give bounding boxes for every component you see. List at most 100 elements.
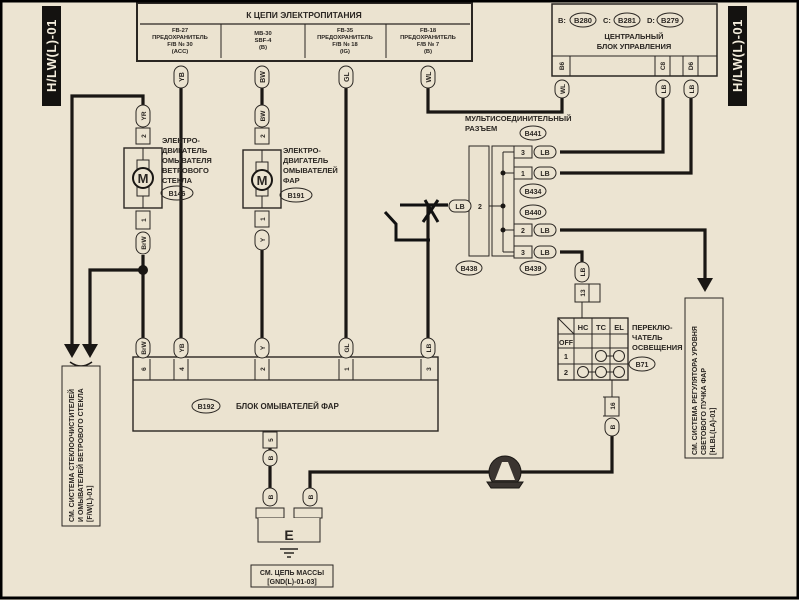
central-conn-c: B281	[618, 16, 636, 25]
multi-out-3-pin: 2	[521, 228, 525, 235]
central-conn-d-prefix: D:	[647, 16, 655, 25]
central-conn-c-prefix: C:	[603, 16, 611, 25]
ref-box-left	[61, 365, 101, 527]
unit-wire-lb: LB	[426, 343, 433, 352]
fuse-1-id: FB-27	[172, 28, 188, 34]
switch-col-hc: HC	[578, 323, 589, 332]
switch-col-tc: TC	[596, 323, 607, 332]
connector-b71: B71	[636, 362, 649, 369]
fuse-3-circuit: (IG)	[340, 49, 350, 55]
washer-motor-label-2: ДВИГАТЕЛЬ	[162, 146, 208, 155]
connector-b439: B439	[525, 266, 542, 273]
motor-symbol-windshield: M	[138, 171, 149, 186]
hand-mark	[383, 199, 448, 242]
multi-out-2-wire: LB	[540, 171, 549, 178]
switch-pin-top: 13	[580, 289, 587, 297]
connector-b146: B146	[169, 191, 186, 198]
ref-right-1: СМ. СИСТЕМА РЕГУЛЯТОРА УРОВНЯ	[692, 326, 699, 455]
washer-motor-label-5: СТЕКЛА	[162, 176, 193, 185]
wire-wl	[426, 88, 564, 114]
fuse-4-id: FB-18	[420, 28, 437, 34]
fuse-4-circuit: (B)	[424, 49, 432, 55]
windshield-washer-motor	[123, 104, 194, 255]
central-title-1: ЦЕНТРАЛЬНЫЙ	[604, 32, 663, 41]
central-wire-wl: WL	[560, 84, 567, 94]
ref-left-3: [F/W(L)-01]	[87, 485, 94, 522]
connector-b191: B191	[288, 193, 305, 200]
wire-brw-branch	[88, 268, 143, 348]
ground-ref-2: [GND(L)-01-03]	[267, 579, 316, 586]
power-supply-box	[136, 2, 473, 62]
ref-left-1: СМ. СИСТЕМА СТЕКЛООЧИСТИТЕЛЕЙ	[67, 389, 76, 522]
unit-wire-b: B	[268, 455, 275, 460]
motor-pin-top: 2	[141, 134, 148, 138]
connector-b434: B434	[525, 189, 542, 196]
multi-out-2-pin: 1	[521, 171, 525, 178]
left-ref-arrows	[64, 344, 98, 358]
unit-pin-2: 2	[260, 367, 267, 371]
wire-lb-right-ref	[560, 228, 707, 280]
ref-right-2: СВЕТОВОГО ПУЧКА ФАР	[701, 368, 708, 455]
ground-symbol-e: E	[284, 527, 293, 543]
left-ref-bracket	[69, 361, 93, 367]
wire-lb-switch	[560, 250, 584, 262]
multi-out-4-wire: LB	[540, 250, 549, 257]
central-conn-b: B280	[574, 16, 592, 25]
ground-point	[250, 487, 334, 588]
unit-pin-3: 3	[426, 367, 433, 371]
right-ref-arrow	[697, 278, 713, 292]
switch-wire-bottom: B	[610, 424, 617, 429]
switch-pin-bottom: 16	[610, 402, 617, 410]
multi-out-3-wire: LB	[540, 228, 549, 235]
switch-row-off: OFF	[559, 340, 574, 347]
fuse-3-number: F/B № 18	[332, 42, 358, 48]
headlamp-motor-label-3: ОМЫВАТЕЛЕЙ	[283, 166, 338, 175]
motor-symbol-headlamp: M	[257, 173, 268, 188]
central-wire-lb-d6: LB	[689, 84, 696, 93]
wires	[70, 88, 707, 490]
wire-tag-yb-top: YB	[179, 72, 186, 82]
wire-tag-bw-top: BW	[260, 71, 267, 83]
washer-unit-title: БЛОК ОМЫВАТЕЛЕЙ ФАР	[236, 402, 340, 411]
wire-tag-gl-top: GL	[344, 71, 351, 81]
wire-lb-washer	[426, 203, 448, 338]
switch-label-3: ОСВЕЩЕНИЯ	[632, 343, 683, 352]
fuse-1-number: F/B № 30	[167, 42, 192, 48]
wire-tag-bw: BW	[260, 110, 267, 122]
unit-wire-y: Y	[260, 345, 267, 350]
wire-tag-y: Y	[260, 237, 267, 242]
multi-out-1-wire: LB	[540, 150, 549, 157]
central-wire-lb-c8: LB	[661, 84, 668, 93]
splice-dot	[138, 265, 148, 275]
wire-tag-brw: BrW	[141, 235, 148, 249]
central-title-2: БЛОК УПРАВЛЕНИЯ	[597, 42, 671, 51]
washer-motor-label-4: ВЕТРОВОГО	[162, 166, 209, 175]
wire-lb-c8	[560, 96, 665, 154]
wire-yr	[70, 94, 145, 348]
central-pin-d6: D6	[688, 61, 695, 70]
unit-wire-brw: BrW	[141, 340, 148, 354]
switch-col-el: EL	[614, 323, 624, 332]
headlamp-motor-label-2: ДВИГАТЕЛЬ	[283, 156, 329, 165]
unit-pin-6: 6	[141, 367, 148, 371]
power-wire-tags	[173, 65, 436, 89]
central-conn-b-prefix: B:	[558, 16, 566, 25]
fuse-4-number: F/B № 7	[417, 42, 439, 48]
headlamp-motor-pin-bottom: 1	[260, 217, 267, 221]
connector-b441: B441	[525, 131, 542, 138]
multi-connector-label-2: РАЗЪЕМ	[465, 124, 497, 133]
wire-tag-wl-top: WL	[426, 71, 433, 83]
fuse-3-type: ПРЕДОХРАНИТЕЛЬ	[317, 35, 373, 41]
ground-wire-left: B	[268, 494, 275, 499]
central-pin-b6: B6	[559, 61, 566, 70]
multi-out-4-pin: 3	[521, 250, 525, 257]
connector-b438: B438	[461, 266, 478, 273]
central-control-unit	[551, 3, 718, 99]
headlamp-motor-label-1: ЭЛЕКТРО-	[283, 146, 321, 155]
ref-left-2: И ОМЫВАТЕЛЕЙ ВЕТРОВОГО СТЕКЛА	[76, 388, 85, 522]
washer-motor-label-3: ОМЫВАТЕЛЯ	[162, 156, 212, 165]
unit-wire-yb: YB	[179, 343, 186, 352]
wire-lb-d6	[560, 96, 693, 175]
